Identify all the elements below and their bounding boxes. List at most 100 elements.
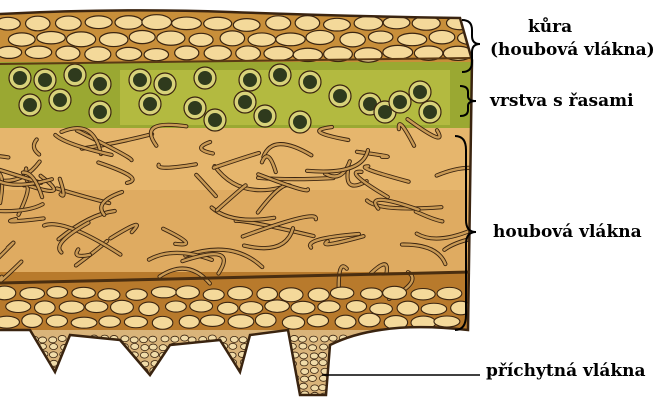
rhizine-cell (320, 344, 328, 350)
rhizine-cell (11, 344, 19, 350)
rhizine-cell (460, 368, 468, 374)
lower-cortex-cell (240, 302, 263, 314)
rhizine-cell (348, 352, 356, 358)
rhizine-cell (200, 368, 208, 374)
rhizine-cell (229, 343, 237, 349)
cortex-cell (295, 16, 319, 31)
cortex-cell (248, 33, 276, 46)
rhizine-cell (41, 375, 49, 381)
rhizine-cell (279, 393, 287, 399)
rhizine-cell (321, 336, 329, 342)
rhizine-cell (340, 353, 348, 359)
rhizine-cell (221, 393, 229, 399)
lower-cortex-cell (126, 289, 147, 300)
rhizine-cell (90, 343, 98, 349)
rhizine-cell (358, 352, 366, 358)
rhizine-cell (128, 377, 136, 383)
rhizine-cell (40, 393, 48, 399)
rhizine-cell (120, 351, 128, 357)
rhizine-cell (438, 353, 446, 359)
cortex-cell (85, 47, 111, 62)
rhizine-cell (419, 344, 427, 350)
rhizine-cell (70, 385, 78, 391)
cortex-cell (144, 49, 168, 61)
rhizine-cell (79, 392, 87, 398)
cortex-cell (0, 46, 22, 58)
rhizine-cell (169, 368, 177, 374)
rhizine-cell (140, 377, 148, 383)
rhizine-cell (200, 359, 208, 365)
rhizine-cell (130, 337, 138, 343)
cortex-cell (25, 46, 51, 58)
rhizine-cell (70, 359, 78, 365)
rhizine-cell (401, 383, 409, 389)
rhizine-cell (458, 359, 466, 365)
lower-cortex-cell (35, 301, 56, 314)
rhizine-cell (50, 344, 58, 350)
rhizine-cell (409, 352, 417, 358)
rhizine-cell (458, 343, 466, 349)
rhizine-cell (428, 343, 436, 349)
rhizine-cell (378, 353, 386, 359)
cortex-cell (67, 32, 96, 47)
rhizine-cell (370, 343, 378, 349)
algae-cell (13, 71, 27, 85)
rhizine-cell (411, 335, 419, 341)
rhizine-cell (259, 377, 267, 383)
lower-cortex-cell (151, 287, 176, 298)
rhizine-cell (158, 383, 166, 389)
rhizine-cell (171, 384, 179, 390)
rhizine-cell (399, 360, 407, 366)
rhizine-cell (49, 383, 57, 389)
lower-cortex-cell (20, 288, 45, 300)
rhizine-cell (428, 336, 436, 342)
rhizine-cell (101, 385, 109, 391)
rhizine-cell (450, 336, 458, 342)
rhizine-cell (0, 345, 7, 351)
rhizine-cell (418, 360, 426, 366)
cortex-cell (116, 47, 142, 60)
rhizine-cell (278, 343, 286, 349)
rhizine-cell (260, 384, 268, 390)
rhizine-cell (199, 345, 207, 351)
rhizine-cell (338, 384, 346, 390)
rhizine-cell (299, 383, 307, 389)
rhizine-cell (269, 376, 277, 382)
cortex-cell (56, 16, 82, 30)
rhizine-cell (278, 367, 286, 373)
rhizine-cell (11, 368, 19, 374)
label-medulla-fungal-hyphae: houbová vlákna (493, 222, 642, 242)
rhizine-cell (350, 383, 358, 389)
algae-cell (393, 95, 407, 109)
algae-cell (198, 71, 212, 85)
rhizine-cell (250, 336, 258, 342)
rhizine-cell (338, 360, 346, 366)
cortex-cell (264, 46, 293, 60)
lower-cortex-cell (152, 316, 173, 329)
rhizine-cell (198, 376, 206, 382)
lower-cortex-cell (0, 286, 16, 300)
rhizine-cell (70, 353, 78, 359)
rhizine-cell (449, 393, 457, 399)
rhizine-cell (438, 368, 446, 374)
rhizine-cell (199, 385, 207, 391)
rhizine-cell (79, 351, 87, 357)
label-cortex: kůra (528, 17, 572, 37)
algae-cell (38, 73, 52, 87)
rhizine-cell (99, 392, 107, 398)
rhizine-cell (150, 393, 158, 399)
rhizine-cell (0, 359, 6, 365)
rhizine-cell (230, 336, 238, 342)
rhizine-cell (430, 368, 438, 374)
cortex-cell (8, 33, 35, 46)
cortex-cell (129, 31, 155, 44)
rhizine-cell (69, 368, 77, 374)
rhizine-cell (418, 377, 426, 383)
rhizine-cell (391, 344, 399, 350)
cortex-cell (99, 33, 127, 47)
rhizine-cell (359, 359, 367, 365)
rhizine-cell (80, 375, 88, 381)
rhizine-cell (371, 360, 379, 366)
rhizine-cell (250, 384, 258, 390)
rhizine-cell (179, 368, 187, 374)
